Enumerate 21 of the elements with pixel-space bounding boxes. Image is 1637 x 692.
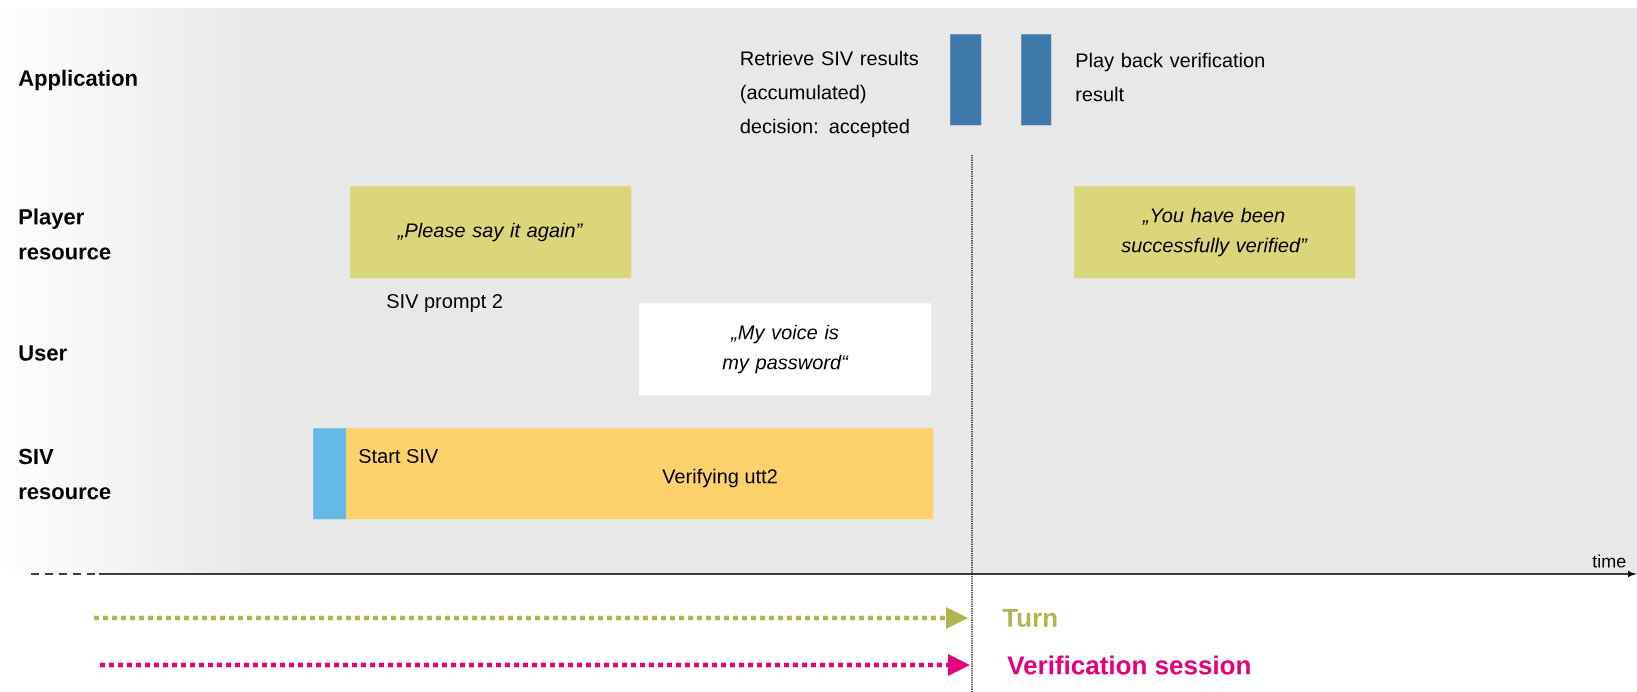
note-text: Retrieve SIV results (accumulated) decision: accepted — [740, 50, 918, 138]
row-label: Player resource — [19, 208, 111, 260]
row-label: SIV resource — [18, 448, 111, 500]
box-text: „My voice is my password“ — [722, 324, 849, 374]
activity-bar — [1021, 34, 1052, 126]
axis-label: time — [1592, 554, 1626, 568]
activity-bar — [313, 428, 347, 520]
box-text: Verifying utt2 — [662, 468, 777, 488]
span-label: Verification session — [1007, 655, 1250, 675]
node-label: SIV prompt 2 — [387, 293, 502, 313]
activity-bar — [950, 34, 982, 126]
span-label: Turn — [1002, 608, 1057, 628]
box-text: „Please say it again” — [397, 222, 583, 242]
box-text: Start SIV — [359, 448, 439, 464]
row-label: User — [19, 345, 67, 361]
activity-bar — [346, 428, 934, 520]
box-text: „You have been successfully verified” — [1121, 207, 1308, 257]
row-label: Application — [18, 69, 137, 91]
prompt-box — [1074, 186, 1356, 279]
prompt-box — [350, 186, 632, 279]
note-text: Play back verification result — [1076, 52, 1264, 102]
